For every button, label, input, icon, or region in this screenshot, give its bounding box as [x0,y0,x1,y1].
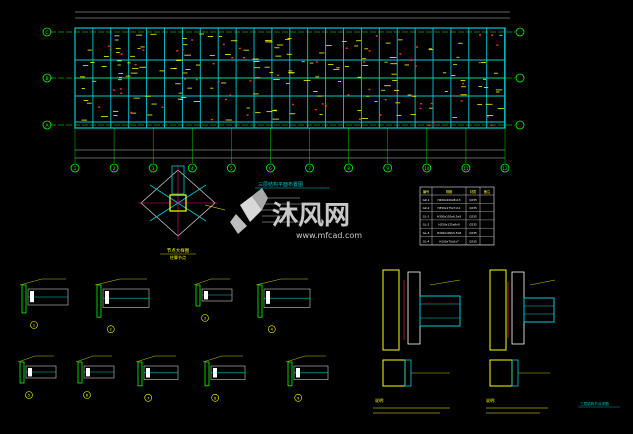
detail-drawing: 5 [17,355,57,399]
axis-label-bottom: 11 [463,166,469,171]
detail-drawing: 7 [135,355,179,402]
plan-title: 三层结构平面布置图 [258,181,303,188]
table-header-2: 规格 [446,189,453,194]
detail-drawing: 3 [193,278,233,322]
axis-label-bottom: 2 [113,166,116,171]
axis-label-bottom: 8 [347,166,350,171]
axis-label-bottom: 6 [269,166,272,171]
detail-number: 8 [214,396,216,400]
detail-number: 2 [110,328,112,332]
axis-label-bottom: 5 [230,166,233,171]
detail-drawing: 1 [19,278,69,329]
watermark-logo-icon [230,188,268,234]
detail-drawing: 8 [202,355,246,402]
table-cell: H250x125x6x9 [438,223,460,227]
table-cell: Q235 [469,223,477,227]
table-cell: Q235 [469,214,477,218]
plan-annotations [80,33,504,121]
axis-label-bottom: 1 [74,166,77,171]
detail-drawing: 2 [94,278,150,334]
plan-vertical-beams [74,28,506,128]
large-detail-right: 说明: [486,269,556,414]
watermark-brand: 沐风网 [272,201,350,231]
large-detail-left: 说明: [373,269,461,414]
detail-drawing: 6 [75,355,115,399]
axis-label-bottom: 4 [191,166,194,171]
table-cell: H200x100x5.5x8 [437,231,461,235]
table-cell: GZ-1 [423,198,430,202]
plan-title-block: 三层结构平面布置图 [255,181,330,223]
axis-label-bottom: 10 [424,166,430,171]
table-cell: H350x175x7x11 [437,206,460,210]
detail-number: 9 [297,396,299,400]
table-cell: H150x75x5x7 [439,239,459,243]
detail-drawing: 9 [285,355,329,402]
axis-bubbles-left: C B A [42,27,525,130]
detail-row-2: 5 6 7 8 9 [17,355,329,402]
note-label-right: 说明: [486,397,495,403]
table-header-3: 材质 [470,189,477,194]
detail-number: 1 [33,324,35,328]
axis-label-left-2: B [45,76,48,82]
table-cell: GL-1 [423,214,430,218]
watermark: 沐风网 www.mfcad.com [230,188,362,240]
table-cell: GL-3 [423,231,430,235]
column-base-node: 节点大样图 柱脚节点 [138,165,226,260]
detail-number: 3 [204,317,206,321]
table-cell: Q235 [469,206,477,210]
detail-number: 5 [28,394,30,398]
axis-label-left-1: C [45,30,48,36]
watermark-url: www.mfcad.com [296,231,362,240]
table-cell: GL-4 [423,239,430,243]
sheet-title: 三层结构节点详图 [580,401,609,406]
axis-label-bottom: 7 [308,166,311,171]
detail-drawing: 4 [255,278,311,334]
note-label-left: 说明: [375,397,384,403]
detail-number: 6 [86,394,88,398]
axis-label-bottom: 3 [152,166,155,171]
node-title: 节点大样图 [167,247,190,254]
plan-red-markers [98,34,499,126]
table-cell: H400x200x8x13 [437,198,460,202]
detail-row-1: 1 2 3 4 [19,278,311,334]
table-cell: GL-2 [423,223,430,227]
axis-label-bottom: 12 [502,166,508,171]
table-cell: Q235 [469,198,477,202]
table-header-4: 备注 [484,189,491,194]
axis-label-bottom: 9 [386,166,389,171]
table-cell: H300x150x6.5x9 [437,214,461,218]
detail-number: 7 [147,396,149,400]
table-cell: Q235 [469,239,477,243]
axis-label-left-3: A [45,123,49,129]
detail-number: 4 [271,328,274,332]
table-header-1: 编号 [423,189,429,194]
node-subtitle: 柱脚节点 [170,254,186,260]
table-cell: GZ-2 [423,206,430,210]
table-cell: Q235 [469,231,477,235]
